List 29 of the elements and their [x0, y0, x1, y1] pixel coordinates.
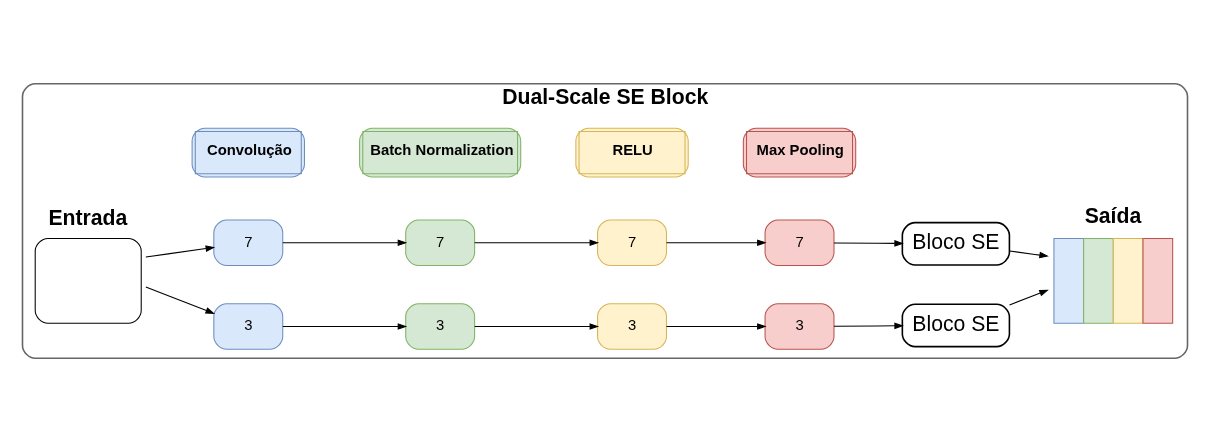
- arrow: [1009, 289, 1049, 306]
- node-box: 7: [405, 219, 476, 267]
- node-box: Bloco SE: [901, 221, 1011, 266]
- arrow: [282, 239, 408, 247]
- arrow: [282, 323, 408, 330]
- legend-label: RELU: [612, 142, 653, 159]
- arrow: [1009, 250, 1049, 259]
- node-box: 7: [597, 219, 667, 267]
- node-box: 7: [764, 219, 835, 267]
- node-box: 3: [597, 303, 667, 350]
- arrow: [666, 239, 767, 247]
- node-box: 3: [764, 303, 835, 350]
- legend-label: Max Pooling: [756, 142, 844, 159]
- arrow: [145, 245, 216, 258]
- arrow: [474, 323, 600, 330]
- legend-label: Convolução: [206, 142, 292, 159]
- arrow: [145, 286, 216, 314]
- arrow: [833, 240, 904, 247]
- arrow: [474, 239, 600, 247]
- node-box: 3: [405, 303, 476, 350]
- node-box: Bloco SE: [901, 303, 1011, 348]
- node-label: Entrada: [48, 205, 128, 229]
- arrow: [666, 323, 767, 330]
- node-box: 3: [213, 303, 284, 350]
- node-box: 7: [213, 219, 284, 267]
- node-box: [34, 237, 142, 324]
- arrow: [833, 322, 904, 330]
- legend-label: Batch Normalization: [370, 142, 514, 159]
- node-label: Saída: [1084, 203, 1142, 227]
